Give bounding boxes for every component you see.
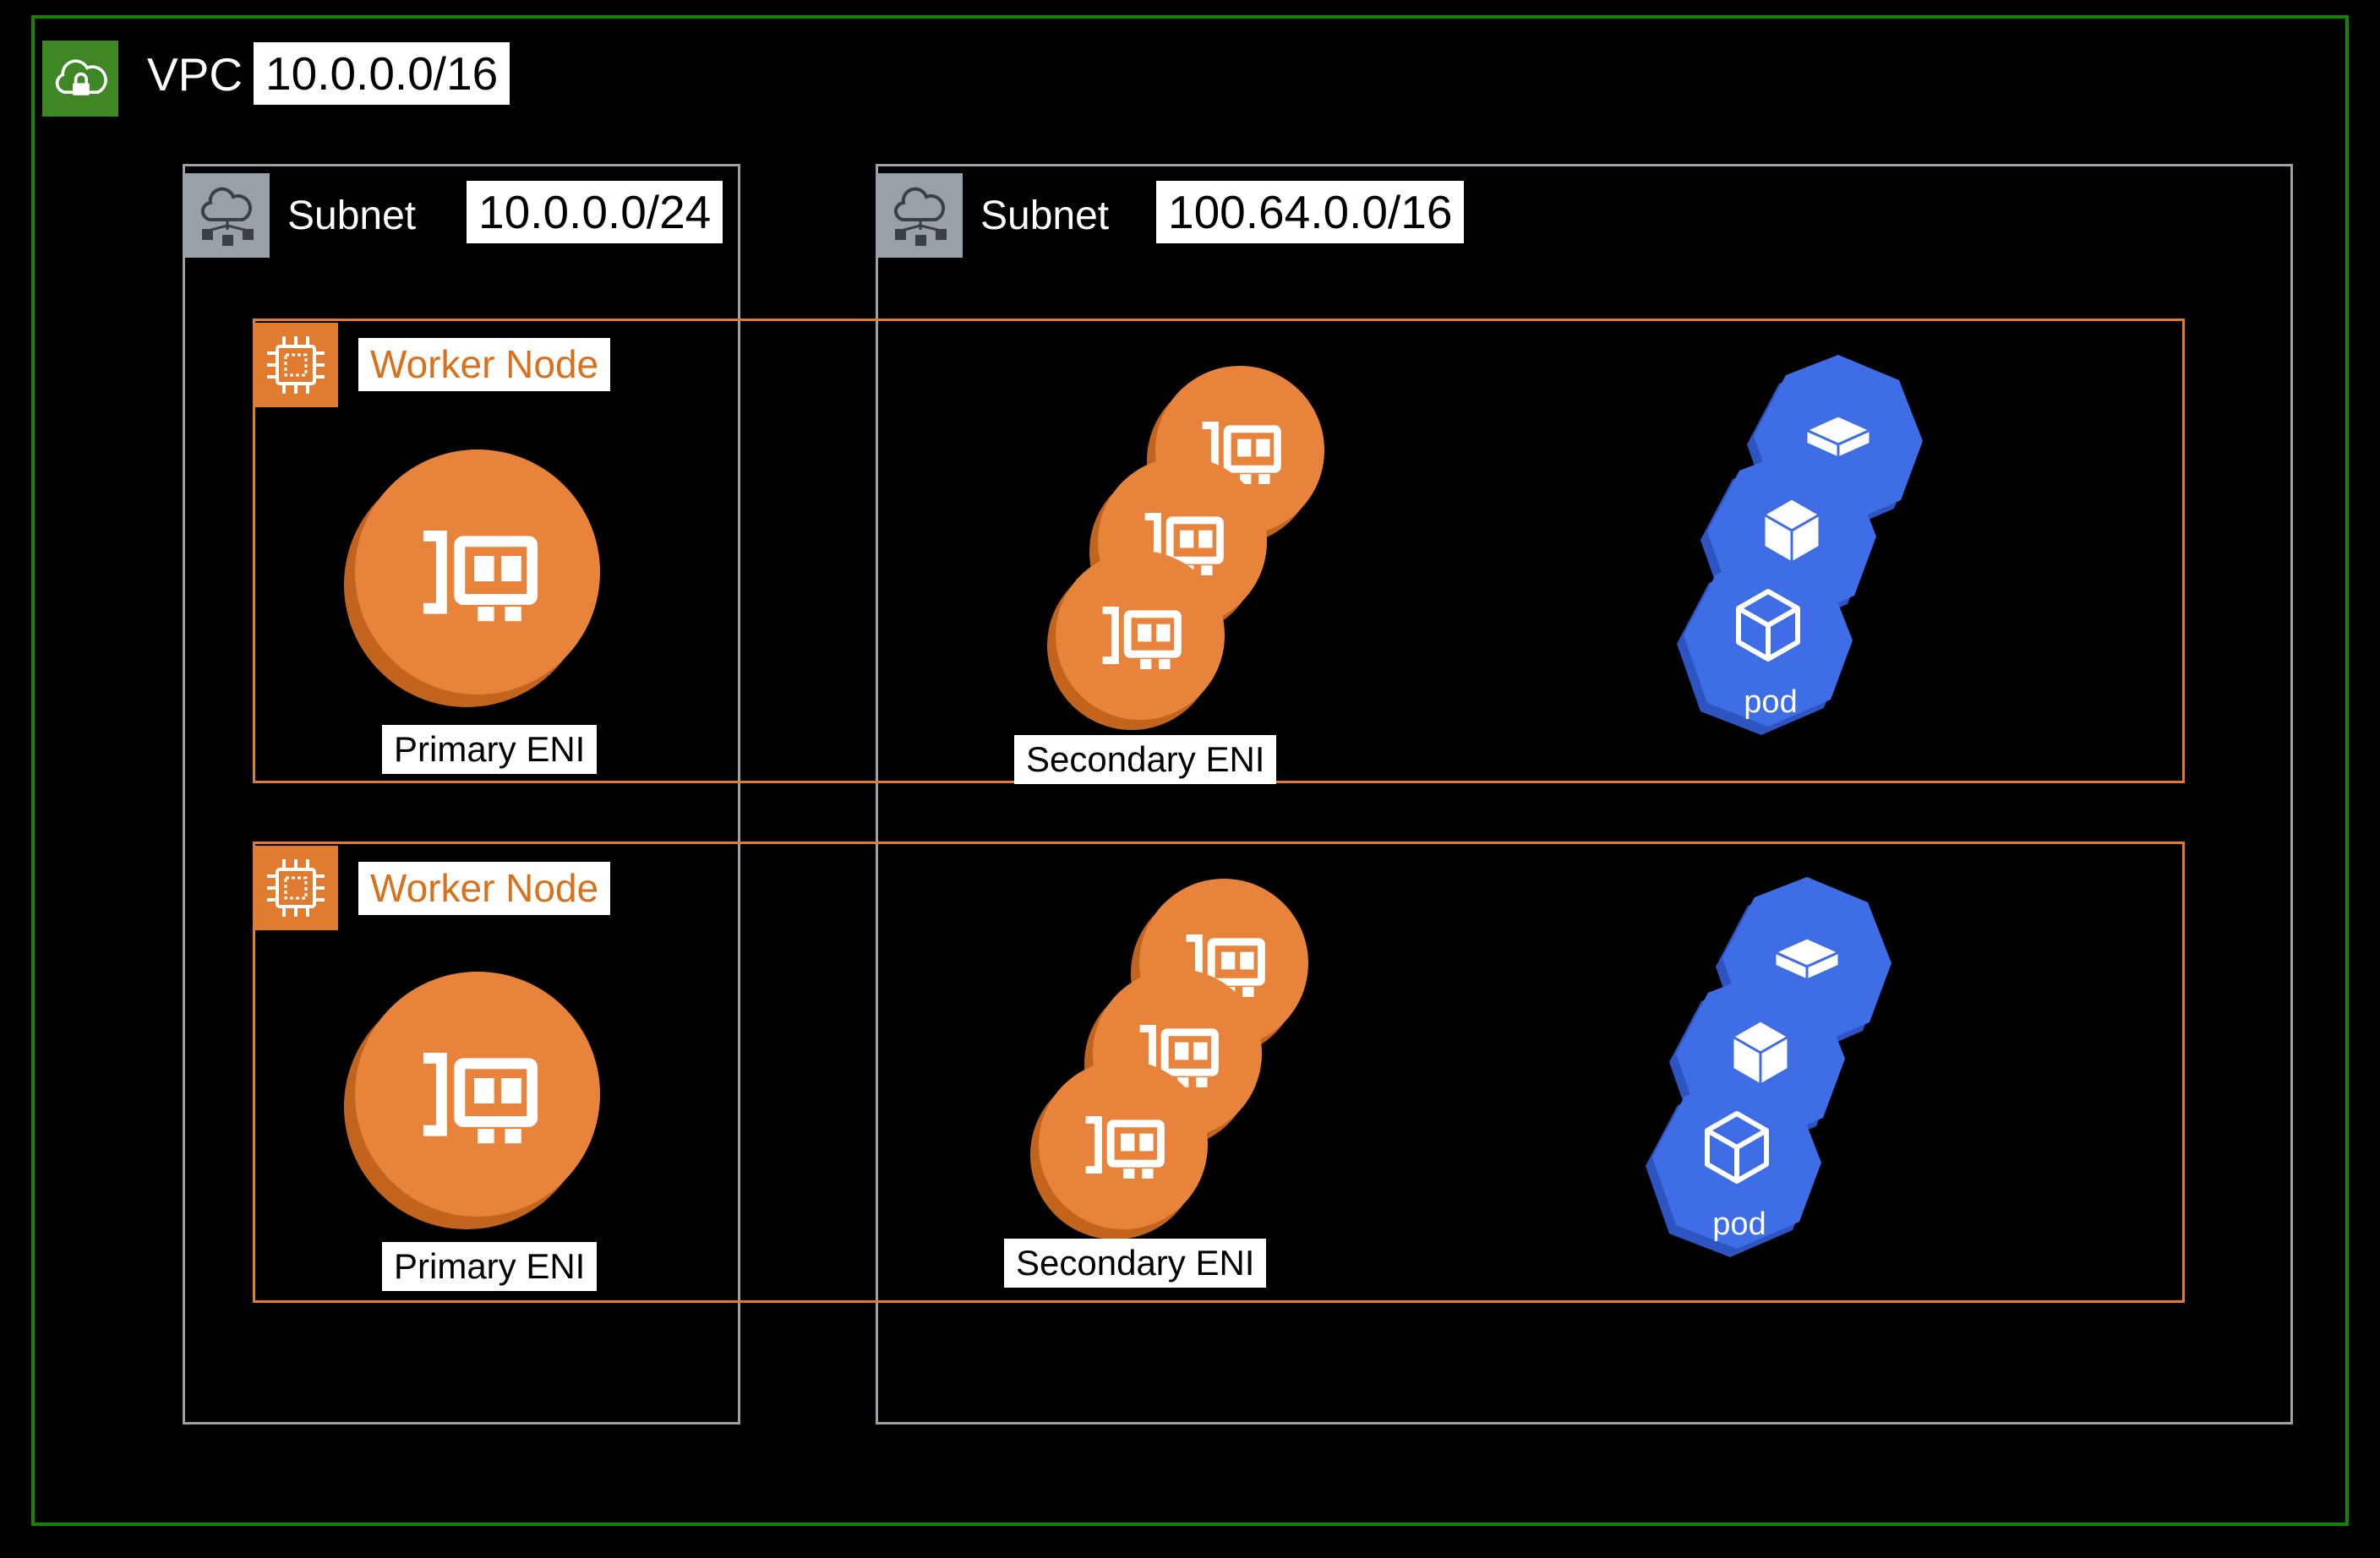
worker-node-icon bbox=[254, 846, 338, 930]
subnet-icon bbox=[878, 173, 963, 258]
network-card-icon bbox=[387, 1004, 569, 1185]
network-card-icon bbox=[1078, 573, 1203, 698]
subnet-label: Subnet bbox=[287, 193, 417, 238]
pod-stack: pod bbox=[1642, 869, 1913, 1257]
secondary-eni bbox=[1056, 551, 1225, 720]
cube-icon bbox=[1642, 869, 1913, 1257]
vpc-boundary-box bbox=[31, 15, 2349, 1526]
chip-icon bbox=[254, 323, 338, 407]
network-card-icon bbox=[1061, 1082, 1186, 1207]
chip-icon bbox=[254, 846, 338, 930]
primary-eni-label: Primary ENI bbox=[382, 1242, 598, 1292]
worker-node-box bbox=[253, 842, 2185, 1303]
worker-node-label: Worker Node bbox=[358, 862, 611, 916]
subnet-box bbox=[183, 164, 740, 1425]
primary-eni bbox=[355, 972, 600, 1217]
cube-icon bbox=[1673, 346, 1944, 735]
secondary-eni bbox=[1039, 1060, 1208, 1229]
subnet-label: Subnet bbox=[980, 193, 1110, 238]
primary-eni-label: Primary ENI bbox=[382, 725, 598, 775]
vpc-cidr: 10.0.0.0/16 bbox=[254, 42, 510, 105]
pod-label: pod bbox=[1744, 684, 1798, 720]
primary-eni bbox=[355, 449, 600, 695]
cloud-lock-icon bbox=[42, 41, 118, 117]
network-card-icon bbox=[387, 482, 569, 663]
subnet-cidr: 100.64.0.0/16 bbox=[1156, 181, 1465, 243]
cloud-network-icon bbox=[185, 173, 270, 258]
worker-node-label: Worker Node bbox=[358, 338, 611, 392]
vpc-icon bbox=[42, 41, 118, 117]
worker-node-icon bbox=[254, 323, 338, 407]
subnet-cidr: 10.0.0.0/24 bbox=[467, 181, 723, 243]
secondary-eni-label: Secondary ENI bbox=[1014, 735, 1277, 785]
subnet-box bbox=[876, 164, 2293, 1425]
subnet-icon bbox=[185, 173, 270, 258]
vpc-label: VPC bbox=[147, 48, 243, 101]
secondary-eni-label: Secondary ENI bbox=[1004, 1239, 1267, 1288]
pod-stack: pod bbox=[1673, 346, 1944, 735]
cloud-network-icon bbox=[878, 173, 963, 258]
pod-label: pod bbox=[1712, 1207, 1766, 1242]
